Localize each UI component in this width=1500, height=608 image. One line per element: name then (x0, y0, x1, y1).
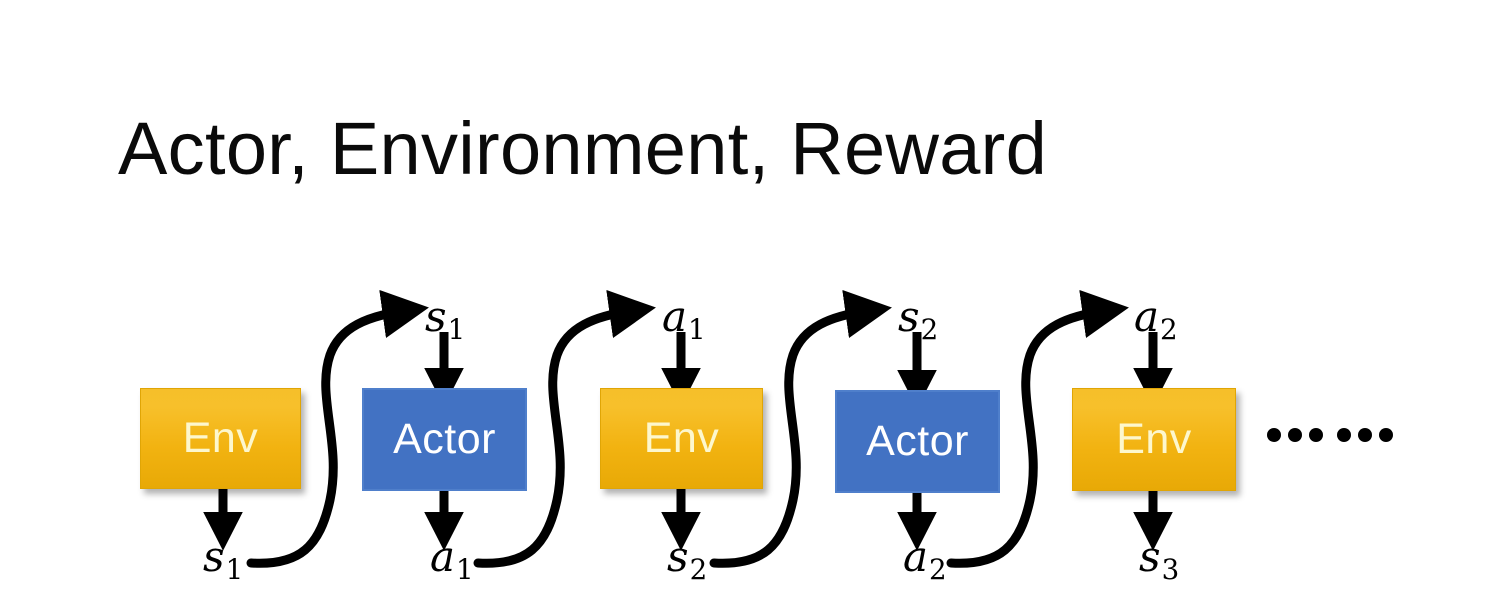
page-title: Actor, Environment, Reward (118, 107, 1048, 190)
symbol-subscript: 1 (225, 553, 244, 587)
node-env3[interactable]: Env (1072, 388, 1236, 491)
symbol-subscript: 2 (1160, 313, 1178, 347)
symbol-subscript: 1 (456, 553, 474, 587)
node-label: Actor (866, 417, 969, 465)
symbol-subscript: 1 (688, 313, 706, 347)
symbol-base: a (662, 292, 688, 341)
ellipsis-dot (1379, 428, 1393, 442)
input-label-t1: s1 (425, 296, 465, 344)
output-label-b4: a2 (903, 536, 947, 584)
symbol-subscript: 2 (920, 313, 939, 347)
symbol-base: a (1134, 292, 1160, 341)
node-env2[interactable]: Env (600, 388, 763, 489)
node-actor1[interactable]: Actor (362, 388, 527, 491)
symbol-subscript: 2 (689, 553, 708, 587)
node-label: Env (643, 414, 720, 462)
node-actor2[interactable]: Actor (835, 390, 1000, 493)
node-label: Actor (393, 415, 496, 463)
symbol-base: s (203, 532, 225, 581)
continuation-ellipsis-icon (1267, 428, 1393, 442)
ellipsis-dot (1309, 428, 1323, 442)
input-label-t4: a2 (1134, 296, 1178, 344)
ellipsis-dot (1288, 428, 1302, 442)
ellipsis-dot (1358, 428, 1372, 442)
output-label-b3: s2 (667, 536, 707, 584)
input-label-t2: a1 (662, 296, 706, 344)
symbol-subscript: 1 (447, 313, 466, 347)
output-label-b2: a1 (430, 536, 474, 584)
symbol-base: s (1139, 532, 1161, 581)
input-label-t3: s2 (898, 296, 938, 344)
symbol-subscript: 2 (929, 553, 947, 587)
symbol-base: s (898, 292, 920, 341)
symbol-subscript: 3 (1161, 553, 1180, 587)
output-label-b5: s3 (1139, 536, 1179, 584)
node-env1[interactable]: Env (140, 388, 301, 489)
ellipsis-dot (1267, 428, 1281, 442)
symbol-base: s (425, 292, 447, 341)
symbol-base: a (430, 532, 456, 581)
symbol-base: s (667, 532, 689, 581)
ellipsis-dot (1337, 428, 1351, 442)
node-label: Env (1116, 415, 1192, 463)
node-label: Env (182, 414, 259, 462)
symbol-base: a (903, 532, 929, 581)
output-label-b1: s1 (203, 536, 243, 584)
